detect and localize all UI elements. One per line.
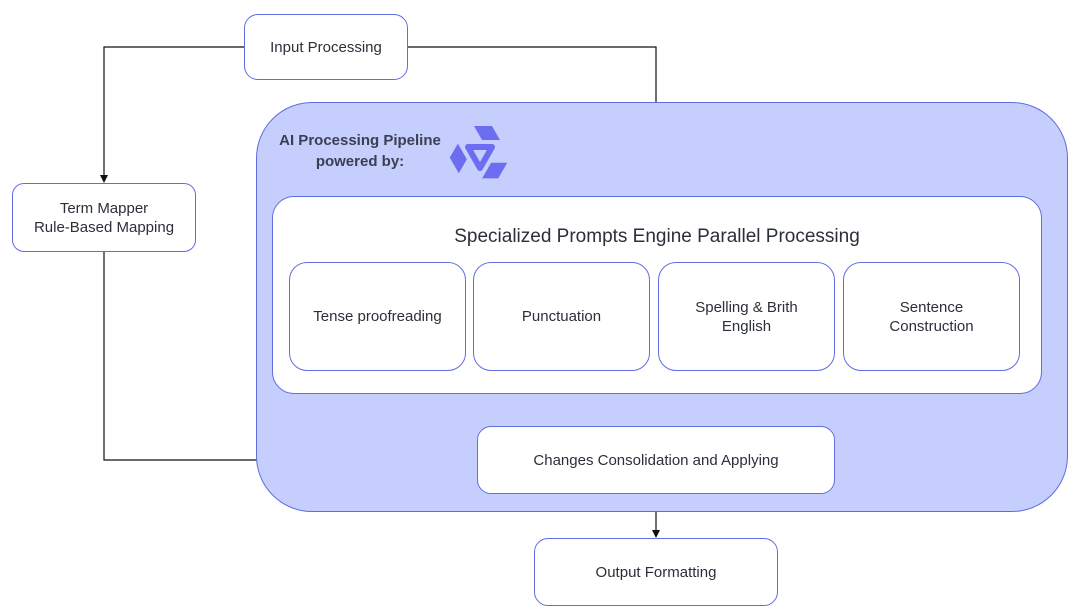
engine-item-spelling: Spelling & Brith English — [658, 262, 835, 371]
engine-item-punctuation: Punctuation — [473, 262, 650, 371]
pipeline-title: AI Processing Pipeline powered by: — [279, 132, 441, 170]
term-mapper-label: Term Mapper Rule-Based Mapping — [33, 199, 175, 236]
output-formatting-label: Output Formatting — [595, 563, 717, 581]
consolidation-node: Changes Consolidation and Applying — [477, 426, 835, 494]
engine-title: Specialized Prompts Engine Parallel Proc… — [454, 226, 860, 247]
consolidation-label: Changes Consolidation and Applying — [533, 451, 779, 469]
engine-item-tense: Tense proofreading — [289, 262, 466, 371]
term-mapper-node: Term Mapper Rule-Based Mapping — [12, 183, 196, 252]
engine-item-label: Punctuation — [521, 308, 602, 325]
engine-item-label: Tense proofreading — [313, 308, 442, 325]
input-processing-label: Input Processing — [270, 38, 382, 56]
connector-input-to-term-mapper — [100, 46, 244, 183]
engine-item-label: Spelling & Brith English — [695, 298, 798, 335]
engine-item-sentence: Sentence Construction — [843, 262, 1020, 371]
qwen-logo-icon — [448, 126, 508, 186]
engine-item-label: Sentence Construction — [889, 298, 974, 335]
input-processing-node: Input Processing — [244, 14, 408, 80]
output-formatting-node: Output Formatting — [534, 538, 778, 606]
